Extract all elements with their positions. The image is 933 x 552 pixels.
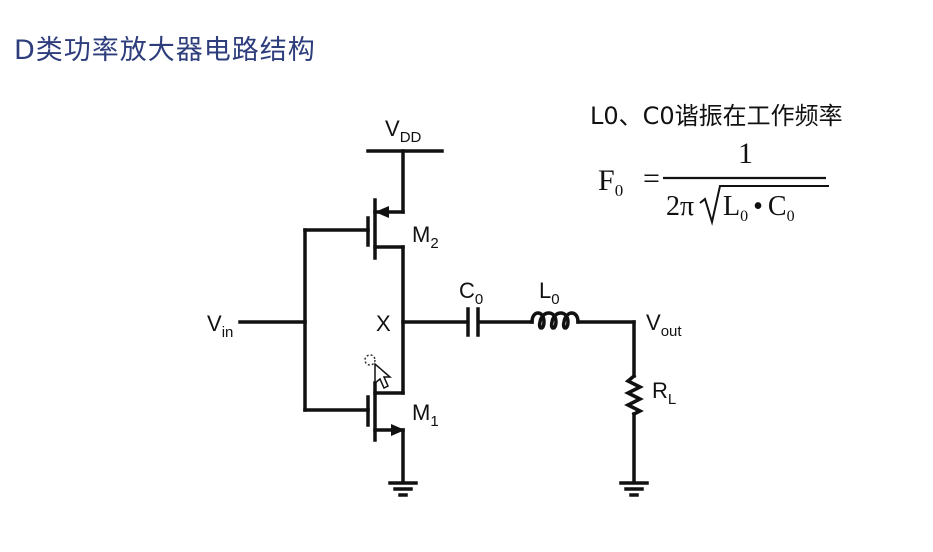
c0-capacitor (466, 307, 480, 337)
rl-label: RL (652, 378, 676, 408)
vout-label: Vout (646, 310, 682, 340)
ground-icon (388, 481, 418, 497)
l0-label: L0 (539, 278, 560, 308)
node-x-label: X (376, 311, 391, 336)
l0-inductor (530, 311, 580, 330)
vdd-label: VDD (385, 116, 422, 146)
slide-title: D类功率放大器电路结构 (14, 35, 316, 66)
c0-label: C0 (459, 278, 483, 308)
rl-resistor (624, 373, 644, 417)
formula-denominator-prefix: 2π (666, 191, 694, 222)
formula-radicand: L0•C0 (723, 191, 795, 225)
m2-label: M2 (412, 222, 439, 252)
pointer-cursor-icon (364, 354, 393, 390)
m1-label: M1 (412, 400, 439, 430)
formula-numerator: 1 (738, 137, 753, 170)
resonance-formula: F0 = 1 2π L0•C0 (598, 137, 829, 226)
m2-arrow (375, 206, 389, 218)
vin-label: Vin (207, 311, 233, 341)
m1-arrow (391, 424, 405, 436)
m2-transistor (303, 198, 405, 260)
m1-transistor (303, 381, 405, 442)
formula-equals: = (643, 162, 660, 195)
radical-sign (699, 185, 829, 226)
ground-icon (619, 481, 649, 497)
resonance-note: L0、C0谐振在工作频率 (590, 102, 843, 130)
formula-lhs: F0 (598, 164, 623, 200)
